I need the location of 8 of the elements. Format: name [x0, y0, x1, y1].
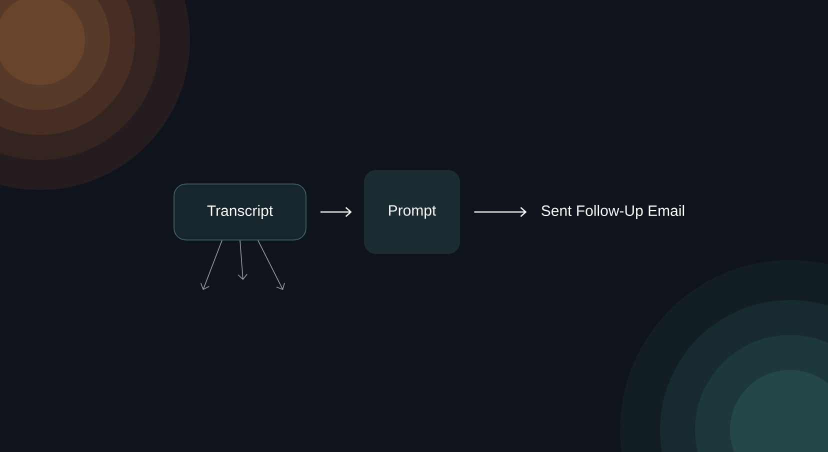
arrow: [474, 207, 527, 217]
prompt-box: Prompt: [364, 170, 460, 254]
arrow: [200, 240, 222, 290]
arrow: [258, 240, 285, 290]
arrow: [238, 240, 248, 280]
arrow: [320, 207, 352, 217]
output-text: Sent Follow-Up Email: [542, 205, 684, 219]
process-box: Transcript: [174, 184, 306, 240]
